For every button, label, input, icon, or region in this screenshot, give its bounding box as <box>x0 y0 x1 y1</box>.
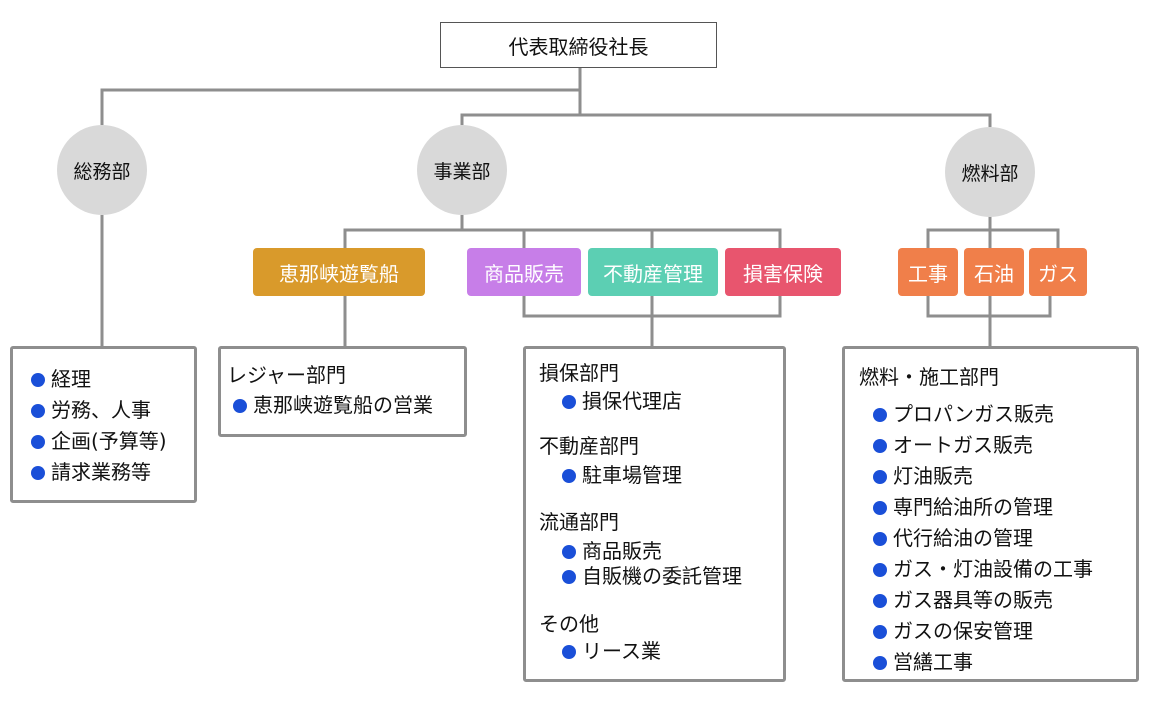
list-item: 請求業務等 <box>31 460 151 484</box>
bullet-icon <box>562 545 576 559</box>
panel-heading: その他 <box>539 612 599 636</box>
general-affairs-dept: 総務部 <box>57 125 147 215</box>
bullet-icon <box>233 399 247 413</box>
bullet-icon <box>562 395 576 409</box>
list-item: 労務、人事 <box>31 398 151 422</box>
list-item: 専門給油所の管理 <box>873 495 1053 519</box>
list-item: 代行給油の管理 <box>873 526 1033 550</box>
tag-gas: ガス <box>1029 248 1087 296</box>
list-item: ガス器具等の販売 <box>873 588 1053 612</box>
bullet-icon <box>873 408 887 422</box>
business-fuel-connector <box>460 113 992 127</box>
bullet-icon <box>562 469 576 483</box>
bullet-icon <box>562 645 576 659</box>
panel-heading: レジャー部門 <box>227 363 346 387</box>
bullet-icon <box>873 563 887 577</box>
bullet-icon <box>562 570 576 584</box>
panel-heading: 損保部門 <box>539 361 619 385</box>
leisure-panel: レジャー部門 恵那峡遊覧船の営業 <box>218 346 467 437</box>
general-panel: 経理 労務、人事 企画(予算等) 請求業務等 <box>10 346 197 503</box>
list-item: プロパンガス販売 <box>873 402 1054 426</box>
bullet-icon <box>31 404 45 418</box>
list-item: オートガス販売 <box>873 433 1033 457</box>
tag-real-estate: 不動産管理 <box>588 248 718 296</box>
bullet-icon <box>873 625 887 639</box>
tag-ena-cruise: 恵那峡遊覧船 <box>253 248 425 296</box>
tag-oil: 石油 <box>964 248 1024 296</box>
bullet-icon <box>31 466 45 480</box>
bullet-icon <box>873 501 887 515</box>
panel-heading: 燃料・施工部門 <box>859 365 999 389</box>
fuel-tags-connector <box>926 228 1060 248</box>
bullet-icon <box>873 439 887 453</box>
list-item: ガス・灯油設備の工事 <box>873 557 1093 581</box>
business-tags-bar <box>345 228 782 248</box>
general-connector <box>100 88 580 125</box>
list-item: リース業 <box>562 639 661 663</box>
list-item: 恵那峡遊覧船の営業 <box>233 393 433 417</box>
tag-merchandise: 商品販売 <box>467 248 581 296</box>
list-item: ガスの保安管理 <box>873 619 1033 643</box>
panel-heading: 流通部門 <box>539 510 619 534</box>
list-item: 駐車場管理 <box>562 463 682 487</box>
list-item: 経理 <box>31 367 91 391</box>
tag-construction: 工事 <box>898 248 958 296</box>
business-panel: 損保部門 損保代理店 不動産部門 駐車場管理 流通部門 商品販売 自販機の委託管… <box>523 346 786 682</box>
bullet-icon <box>873 532 887 546</box>
business-dept: 事業部 <box>417 125 507 215</box>
list-item: 商品販売 <box>562 539 662 563</box>
bullet-icon <box>31 373 45 387</box>
list-item: 損保代理店 <box>562 389 682 413</box>
list-item: 営繕工事 <box>873 650 973 674</box>
bullet-icon <box>31 435 45 449</box>
list-item: 自販機の委託管理 <box>562 564 742 588</box>
list-item: 企画(予算等) <box>31 429 167 453</box>
tag-insurance: 損害保険 <box>725 248 841 296</box>
ceo-box: 代表取締役社長 <box>440 22 717 68</box>
fuel-dept: 燃料部 <box>945 127 1035 217</box>
bullet-icon <box>873 470 887 484</box>
bullet-icon <box>873 594 887 608</box>
panel-heading: 不動産部門 <box>539 434 639 458</box>
list-item: 灯油販売 <box>873 464 973 488</box>
fuel-panel: 燃料・施工部門 プロパンガス販売 オートガス販売 灯油販売 専門給油所の管理 代… <box>842 346 1139 682</box>
bullet-icon <box>873 656 887 670</box>
